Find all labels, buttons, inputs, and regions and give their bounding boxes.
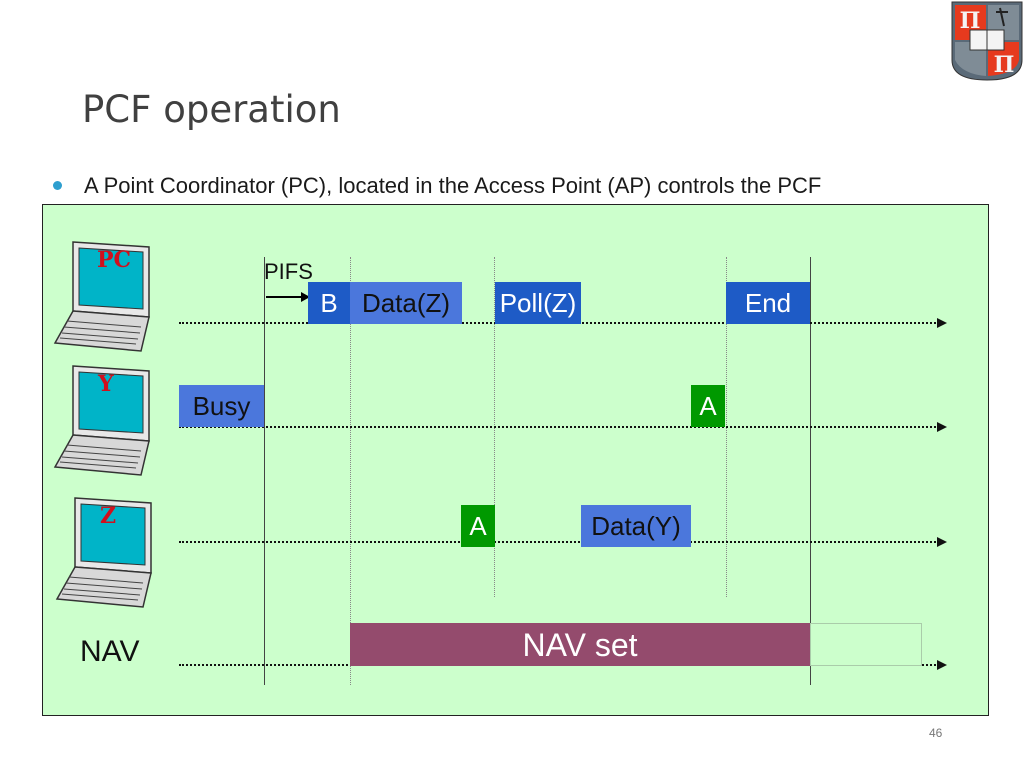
bullet-text: A Point Coordinator (PC), located in the… — [84, 173, 822, 198]
frame-data-z: Data(Z) — [350, 282, 462, 324]
pcf-timing-diagram: PIFS B Data(Z) Poll(Z) End Busy A A Data… — [42, 204, 989, 716]
frame-poll-z: Poll(Z) — [495, 282, 581, 324]
timeline-pc-arrow-icon — [937, 318, 947, 328]
university-logo: Π Π — [951, 1, 1023, 81]
nav-label: NAV — [80, 635, 140, 668]
frame-ack-y: A — [691, 385, 725, 427]
pifs-arrow — [266, 296, 302, 298]
frame-nav-set: NAV set — [350, 623, 810, 666]
frame-ack-z: A — [461, 505, 495, 547]
timeline-z-arrow-icon — [937, 537, 947, 547]
station-label-y: Y — [98, 371, 114, 397]
pifs-arrow-icon — [301, 292, 310, 302]
station-pc-laptop-icon — [53, 241, 150, 352]
timeline-nav-arrow-icon — [937, 660, 947, 670]
timeline-y-arrow-icon — [937, 422, 947, 432]
slide-title: PCF operation — [82, 88, 341, 131]
station-label-pc: PC — [97, 247, 132, 273]
time-marker-cfp-end — [810, 257, 811, 685]
frame-busy: Busy — [179, 385, 264, 427]
station-y-laptop-icon — [53, 365, 150, 476]
frame-end: End — [726, 282, 810, 324]
timeline-z — [179, 541, 939, 543]
frame-data-y: Data(Y) — [581, 505, 691, 547]
time-marker-start — [264, 257, 265, 685]
time-marker-pifs-end — [350, 257, 351, 685]
pifs-label: PIFS — [264, 259, 313, 284]
station-z-laptop-icon — [55, 497, 152, 608]
timeline-y — [179, 426, 939, 428]
logo-letter-bottom: Π — [994, 52, 1015, 78]
nav-extension — [810, 623, 922, 666]
bullet-icon — [53, 181, 62, 190]
logo-letter-top: Π — [960, 8, 981, 34]
page-number: 46 — [929, 726, 943, 740]
frame-beacon: B — [308, 282, 350, 324]
station-label-z: Z — [100, 503, 117, 529]
